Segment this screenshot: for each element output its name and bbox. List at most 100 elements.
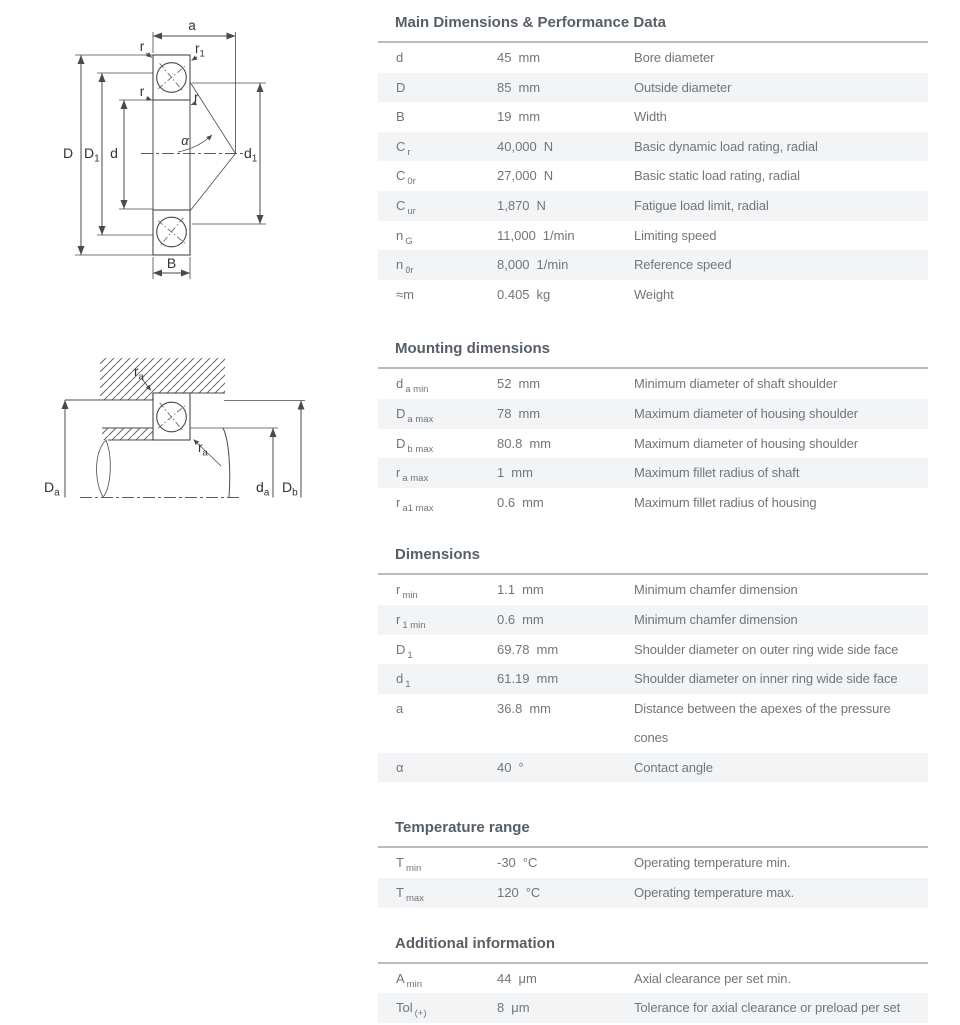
label-Da: Da [44, 479, 60, 499]
description-cell: Width [634, 109, 667, 125]
label-r-mid-right: r [194, 90, 199, 105]
contact-angle-arc [177, 134, 213, 153]
description-cell: Minimum chamfer dimension [634, 582, 798, 598]
pressure-cone-upper-line [189, 81, 236, 154]
shaft-shoulder-section [102, 428, 153, 440]
bearing-section [152, 392, 191, 441]
section-divider [378, 367, 928, 370]
section-title: Mounting dimensions [395, 340, 550, 358]
value-cell: 40° [497, 759, 524, 775]
label-r1: r1 [195, 41, 205, 60]
label-ra-bottom: ra [198, 440, 209, 459]
bearing-cross-section-diagram: a r r1 r r α D D1 d d1 B [63, 18, 266, 279]
description-cell: Operating temperature min. [634, 855, 791, 871]
section-divider [378, 41, 928, 43]
label-r-top-left: r [140, 39, 145, 54]
description-cell: Minimum chamfer dimension [634, 611, 798, 627]
description-cell: Shoulder diameter on outer ring wide sid… [634, 641, 899, 657]
description-cell: Limiting speed [634, 227, 717, 243]
symbol-cell: a [396, 700, 404, 716]
shaft-fillet-section [96, 439, 111, 498]
ball-bottom [156, 216, 187, 248]
description-cell: Minimum diameter of shaft shoulder [634, 376, 838, 392]
label-D: D [63, 145, 73, 161]
outer-ring-top-section [152, 54, 191, 101]
symbol-cell: α [396, 759, 404, 775]
section-title: Dimensions [395, 546, 481, 564]
pressure-cone-lower-line [189, 153, 236, 212]
mounting-dimensions-diagram: ra ra Da da Db [44, 358, 305, 499]
section-title: Main Dimensions & Performance Data [395, 14, 666, 31]
section-divider [378, 961, 928, 964]
description-cell: Bore diameter [634, 50, 715, 65]
symbol-cell: d [396, 50, 404, 65]
table-row: α 40° Contact angle [378, 752, 928, 783]
symbol-cell: Tol(+) [396, 1000, 427, 1020]
symbol-cell: D [396, 79, 406, 95]
symbol-cell: ≈m [396, 286, 414, 302]
label-a: a [188, 18, 196, 33]
label-alpha: α [181, 133, 189, 148]
section-divider [378, 846, 928, 849]
section-title: Additional information [395, 934, 555, 952]
symbol-cell: B [396, 109, 405, 125]
description-cell: Maximum diameter of housing shoulder [634, 405, 859, 421]
label-r-mid-left: r [140, 84, 145, 99]
description-cell: Operating temperature max. [634, 885, 794, 901]
label-ra-top: ra [134, 364, 145, 383]
description-cell: Fatigue load limit, radial [634, 197, 769, 213]
label-Db: Db [282, 479, 298, 499]
ball [156, 401, 187, 433]
housing-section [100, 358, 225, 400]
ball-top [156, 62, 187, 93]
diagram-column: a r r1 r r α D D1 d d1 B [0, 0, 378, 1024]
